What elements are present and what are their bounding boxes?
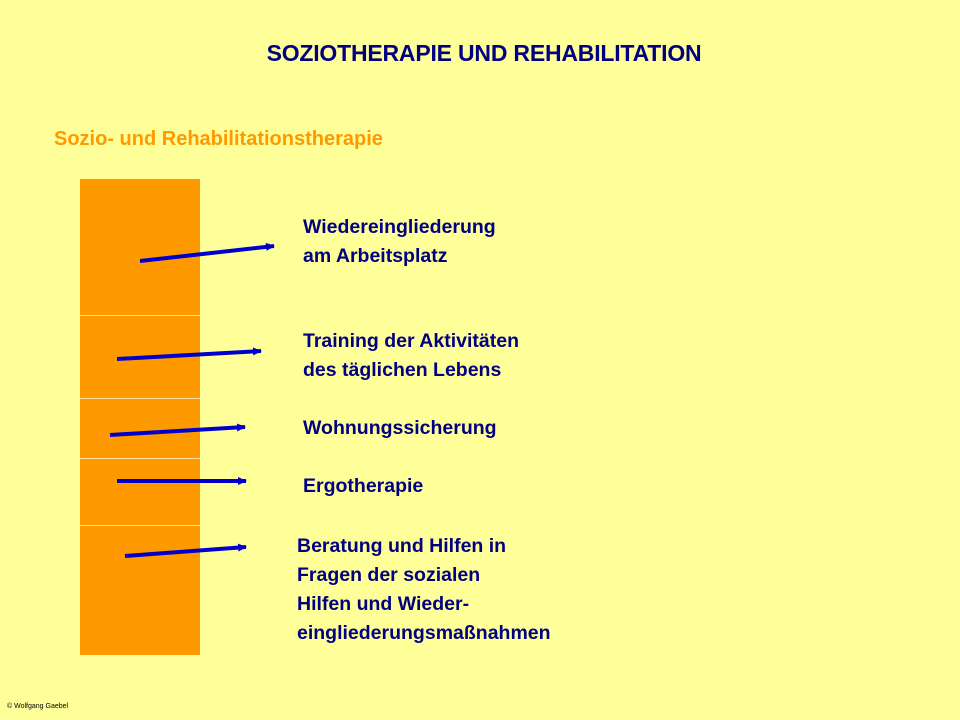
item-line: am Arbeitsplatz bbox=[303, 245, 448, 267]
item-line: Training der Aktivitäten bbox=[303, 330, 519, 352]
item-line: des täglichen Lebens bbox=[303, 359, 502, 381]
item-line: Hilfen und Wieder- bbox=[297, 593, 470, 615]
item-workplace: Wiedereingliederung am Arbeitsplatz bbox=[303, 213, 496, 271]
item-daily-living: Training der Aktivitäten des täglichen L… bbox=[303, 327, 519, 385]
item-line: Fragen der sozialen bbox=[297, 564, 481, 586]
page-title: SOZIOTHERAPIE UND REHABILITATION bbox=[266, 40, 702, 66]
item-line: Ergotherapie bbox=[303, 475, 424, 497]
stack-segment-housing bbox=[80, 398, 200, 458]
item-line: eingliederungsmaßnahmen bbox=[297, 622, 551, 644]
item-ergotherapy: Ergotherapie bbox=[303, 472, 423, 501]
item-counseling: Beratung und Hilfen in Fragen der sozial… bbox=[297, 532, 551, 648]
copyright-notice: © Wolfgang Gaebel bbox=[7, 703, 69, 710]
stack-segment-workplace bbox=[80, 179, 200, 315]
item-line: Wiedereingliederung bbox=[303, 216, 496, 238]
item-line: Wohnungssicherung bbox=[303, 417, 497, 439]
item-housing: Wohnungssicherung bbox=[303, 414, 497, 443]
arrow-daily-living bbox=[116, 347, 262, 361]
arrow-workplace bbox=[139, 242, 275, 263]
stack-segment-counseling bbox=[80, 525, 200, 655]
page-subtitle: Sozio- und Rehabilitationstherapie bbox=[54, 128, 383, 150]
arrow-counseling bbox=[124, 543, 247, 558]
arrow-housing bbox=[109, 423, 246, 437]
item-line: Beratung und Hilfen in bbox=[297, 535, 507, 557]
stack-segment-ergotherapy bbox=[80, 458, 200, 525]
